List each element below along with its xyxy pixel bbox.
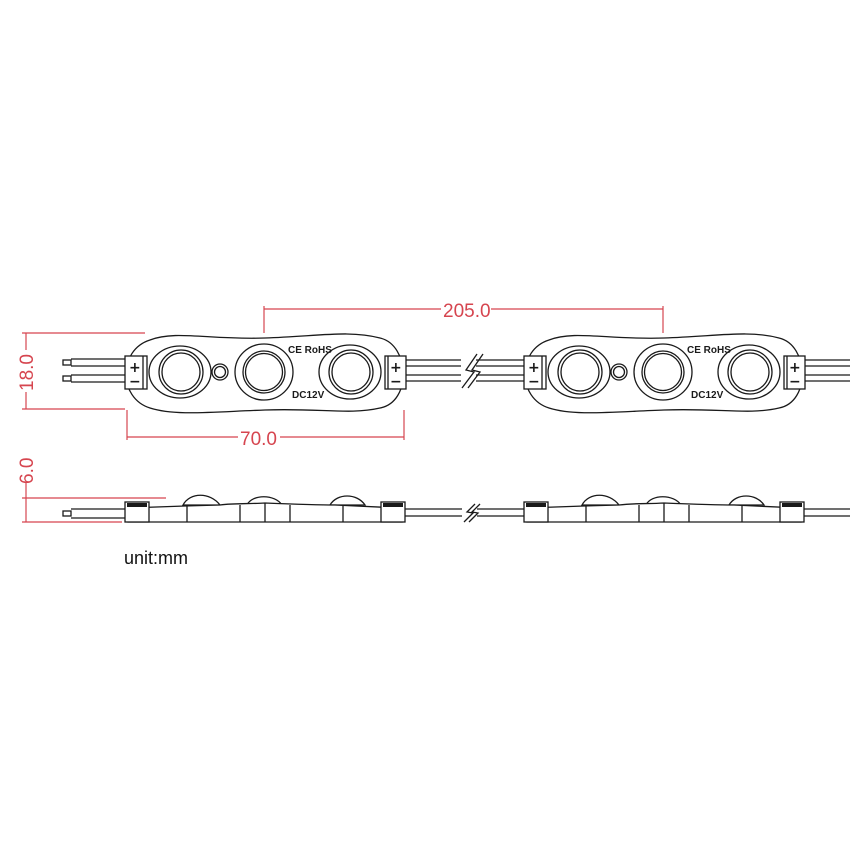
minus-sign: −	[129, 374, 141, 390]
led-module-1: + − + − CE RoHS DC12V	[124, 333, 407, 414]
plus-sign: +	[129, 360, 141, 376]
led-housing	[234, 343, 294, 401]
led-module-1-side	[124, 494, 406, 523]
connector-right	[384, 355, 407, 390]
dimension-width: 18.0	[15, 332, 145, 410]
led-lens	[242, 350, 286, 394]
module-body-outline	[125, 333, 404, 414]
minus-sign: −	[390, 374, 402, 390]
led-lens	[158, 349, 204, 395]
height-label: 6.0	[17, 458, 38, 484]
width-label: 18.0	[17, 354, 38, 391]
led-module-2-side	[523, 494, 805, 523]
plus-sign: +	[390, 360, 402, 376]
led-housing	[148, 345, 212, 399]
dimension-length: 70.0	[126, 410, 405, 450]
led-housing	[318, 344, 382, 400]
wires	[62, 353, 850, 523]
dimension-pitch: 205.0	[263, 298, 664, 333]
voltage-marking: DC12V	[292, 390, 325, 401]
mounting-hole	[211, 363, 229, 381]
connector-left	[124, 355, 148, 390]
unit-label: unit:mm	[124, 548, 188, 568]
led-lens	[328, 349, 374, 395]
led-module-2	[523, 333, 806, 414]
dimension-height: 6.0	[17, 458, 166, 523]
length-label: 70.0	[240, 429, 277, 450]
cert-marking: CE RoHS	[288, 345, 332, 356]
pitch-label: 205.0	[443, 301, 491, 322]
